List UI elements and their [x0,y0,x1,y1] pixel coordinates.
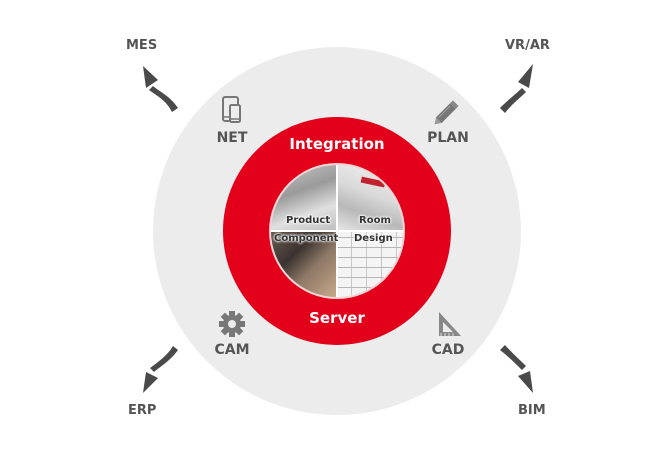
arrow-to-erp-icon [143,346,178,393]
arrow-to-mes-icon [143,66,178,112]
tool-label-cam: CAM [214,342,250,358]
design-photo [337,231,403,297]
quadrant-label-product: Product [286,215,331,226]
gear-icon [217,310,247,338]
room-photo [337,165,403,231]
external-label-erp: ERP [128,403,157,418]
component-photo [271,231,337,297]
tool-label-plan: PLAN [427,130,469,146]
external-label-mes: MES [126,38,158,53]
ring-label-integration: Integration [289,135,385,153]
ring-label-server: Server [309,309,365,327]
arrow-to-bim-icon [500,345,533,393]
tool-net: NET [197,96,267,146]
quadrant-label-component: Component [274,233,339,244]
quadrant-label-room: Room [359,215,391,226]
product-photo [271,165,337,231]
external-label-bim: BIM [518,403,546,418]
tool-label-cad: CAD [431,342,465,358]
quadrant-divider-horizontal [271,230,403,232]
tool-cad: CAD [413,310,483,358]
tool-cam: CAM [197,310,267,358]
set-square-icon [433,310,463,338]
quadrant-label-design: Design [354,233,393,244]
pencil-icon [432,96,464,126]
arrow-to-vr-ar-icon [500,64,533,113]
external-label-vr-ar: VR/AR [505,38,550,53]
tool-plan: PLAN [413,96,483,146]
photo-center-disc: Product Room Component Design [271,165,403,297]
tool-label-net: NET [216,130,248,146]
mobile-devices-icon [216,96,248,126]
